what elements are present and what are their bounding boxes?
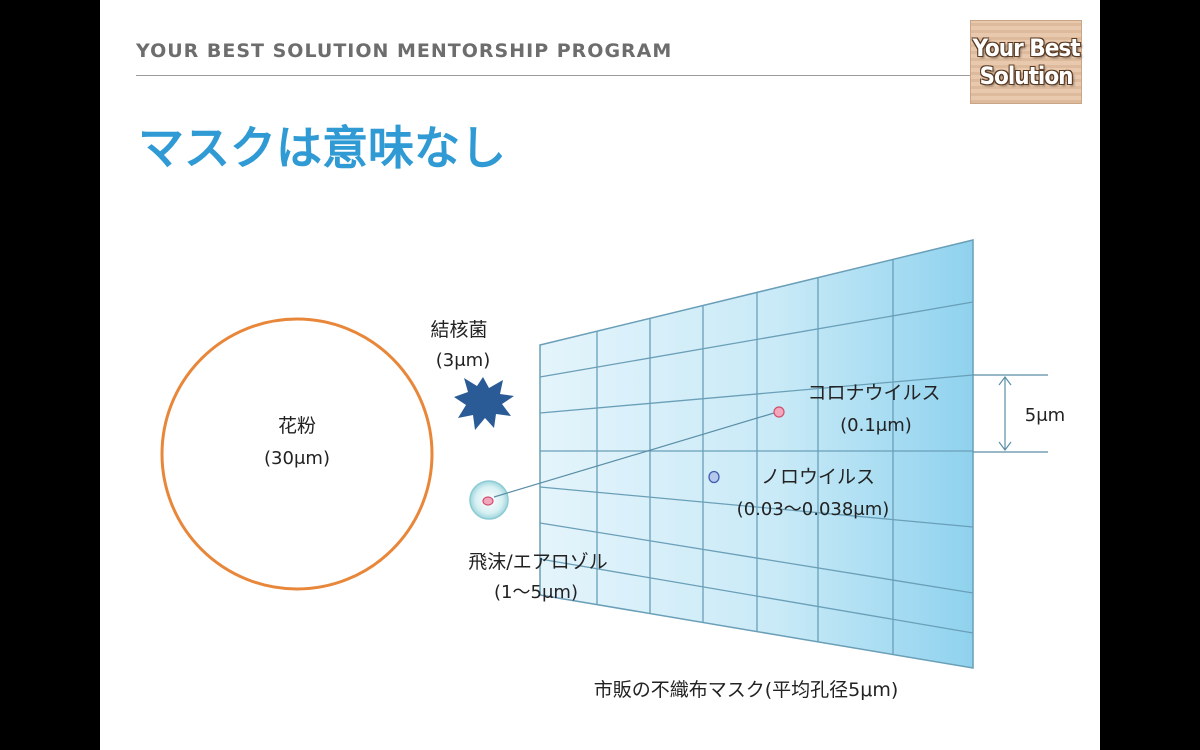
logo-line-2: Solution [979, 62, 1073, 90]
pollen-size: (30μm) [264, 448, 330, 469]
logo-line-1: Your Best [972, 34, 1080, 62]
mask-caption: 市販の不織布マスク(平均孔径5μm) [594, 679, 899, 701]
slide: YOUR BEST SOLUTION MENTORSHIP PROGRAM Yo… [100, 0, 1100, 750]
tuberculosis-bacteria-shape [454, 377, 514, 430]
droplet-name: 飛沫/エアロゾル [468, 551, 607, 573]
your-best-solution-logo: Your Best Solution [970, 20, 1082, 104]
page-title: マスクは意味なし [138, 121, 506, 175]
pore-size-label: 5μm [1025, 405, 1065, 426]
tuberculosis-name: 結核菌 [430, 319, 487, 341]
program-header: YOUR BEST SOLUTION MENTORSHIP PROGRAM [136, 40, 673, 62]
particle-size-diagram: 花粉 (30μm) 結核菌 [160, 239, 1065, 701]
norovirus-name: ノロウイルス [761, 466, 875, 488]
droplet-to-corona-connector [493, 412, 775, 498]
droplet-virus-dot [482, 496, 494, 506]
coronavirus-size: (0.1μm) [840, 415, 912, 436]
pore-size-bracket [973, 374, 1048, 453]
coronavirus-dot [773, 406, 785, 418]
pollen-name: 花粉 [278, 415, 316, 437]
droplet-size: (1～5μm) [494, 582, 578, 603]
norovirus-dot [708, 470, 720, 484]
tuberculosis-size: (3μm) [436, 350, 490, 371]
mask-grid [539, 239, 974, 669]
norovirus-size: (0.03～0.038μm) [737, 499, 890, 520]
pollen-circle [160, 317, 434, 591]
header-divider [136, 75, 970, 76]
coronavirus-name: コロナウイルス [807, 382, 940, 404]
